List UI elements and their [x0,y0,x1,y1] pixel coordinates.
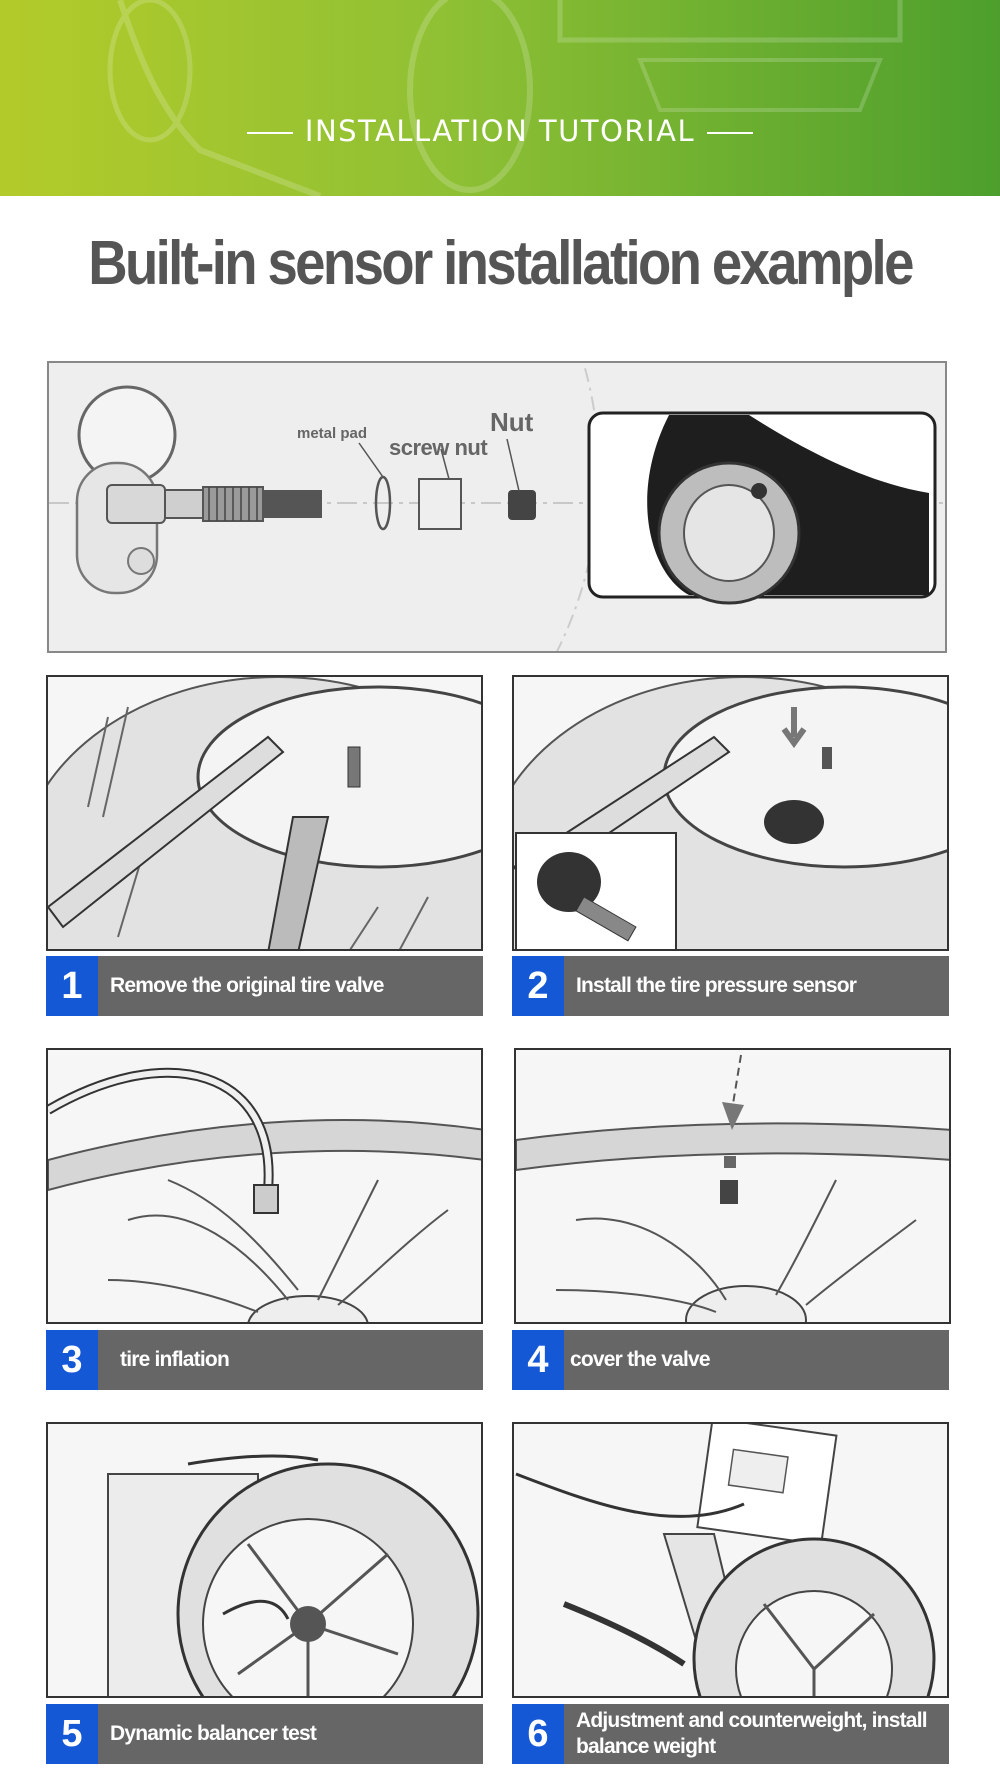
step-5-caption: 5 Dynamic balancer test [46,1704,483,1764]
step-2-number: 2 [512,956,564,1016]
parts-diagram: metal pad screw nut Nut [47,361,947,653]
step-5-text: Dynamic balancer test [110,1721,317,1745]
exploded-sensor-illustration [49,363,945,651]
step-1-text: Remove the original tire valve [110,973,384,997]
step-3-text: tire inflation [120,1347,230,1371]
step-6-caption: 6 Adjustment and counterweight, install … [512,1704,949,1764]
label-screw-nut: screw nut [389,435,488,460]
step-6-number: 6 [512,1704,564,1764]
car-silhouette-icon [107,0,903,196]
tpms-sensor-icon [514,677,947,949]
step-5-number: 5 [46,1704,98,1764]
title-rule-left [246,132,293,134]
step-4-number: 4 [512,1330,564,1390]
header-banner: INSTALLATION TUTORIAL [0,0,1000,196]
air-hose-icon [48,1067,481,1322]
step-3-number: 3 [46,1330,98,1390]
step-1-number: 1 [46,956,98,1016]
step-6-illustration [512,1422,949,1698]
label-nut: Nut [490,407,534,437]
step-4-caption: 4 cover the valve [512,1330,949,1390]
step-2-text: Install the tire pressure sensor [576,973,857,997]
step-3-illustration [46,1048,483,1324]
page-title: Built-in sensor installation example [88,229,914,298]
label-metal-pad: metal pad [297,425,368,442]
step-2-illustration [512,675,949,951]
title-rule-right [707,132,754,134]
banner-title-text: INSTALLATION TUTORIAL [304,114,696,148]
step-2-caption: 2 Install the tire pressure sensor [512,956,949,1016]
step-5-illustration [46,1422,483,1698]
step-3-caption: 3 tire inflation [46,1330,483,1390]
step-1-caption: 1 Remove the original tire valve [46,956,483,1016]
step-6-text: Adjustment and counterweight, install ba… [576,1708,928,1758]
balancer-machine-icon [515,1424,936,1696]
valve-cap-icon [516,1054,949,1322]
step-4-text: cover the valve [570,1347,711,1371]
step-1-illustration [46,675,483,951]
step-4-illustration [514,1048,951,1324]
banner-title: INSTALLATION TUTORIAL [0,114,1000,148]
wheel-icon [107,1454,480,1696]
tire-lever-icon [48,677,481,949]
